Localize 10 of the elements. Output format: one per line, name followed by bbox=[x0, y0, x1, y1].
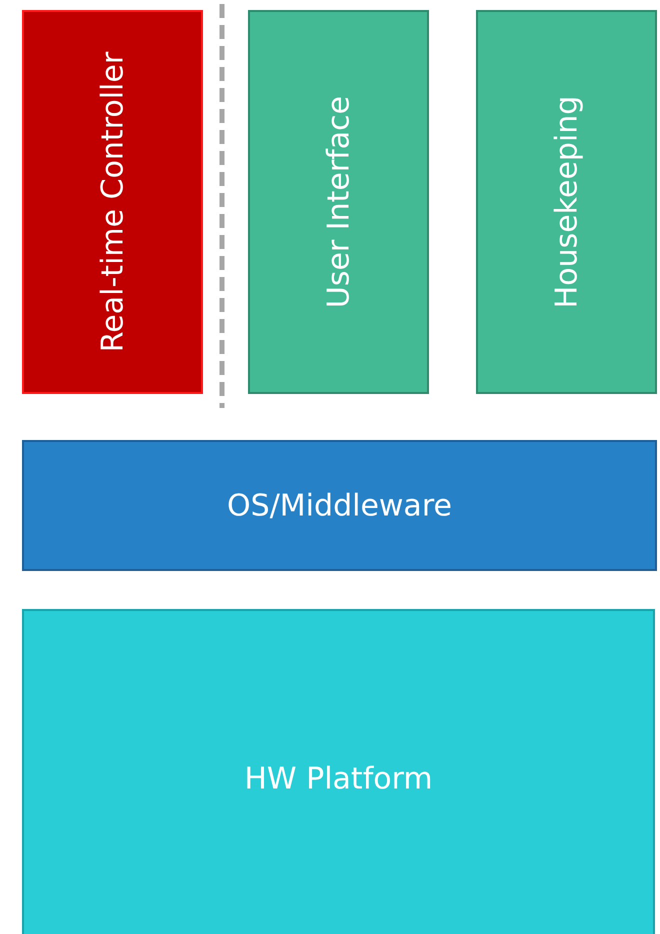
block-label: HW Platform bbox=[244, 762, 433, 796]
controller-block bbox=[22, 10, 203, 394]
block-label: Real-time Controller bbox=[95, 52, 130, 352]
block-label: OS/Middleware bbox=[227, 488, 452, 523]
housekeeping-block bbox=[476, 10, 657, 394]
block-label: User Interface bbox=[321, 96, 356, 308]
platform-layer bbox=[22, 609, 655, 934]
block-label: Housekeeping bbox=[549, 96, 584, 308]
interface-block bbox=[248, 10, 429, 394]
middleware-layer bbox=[22, 440, 657, 571]
